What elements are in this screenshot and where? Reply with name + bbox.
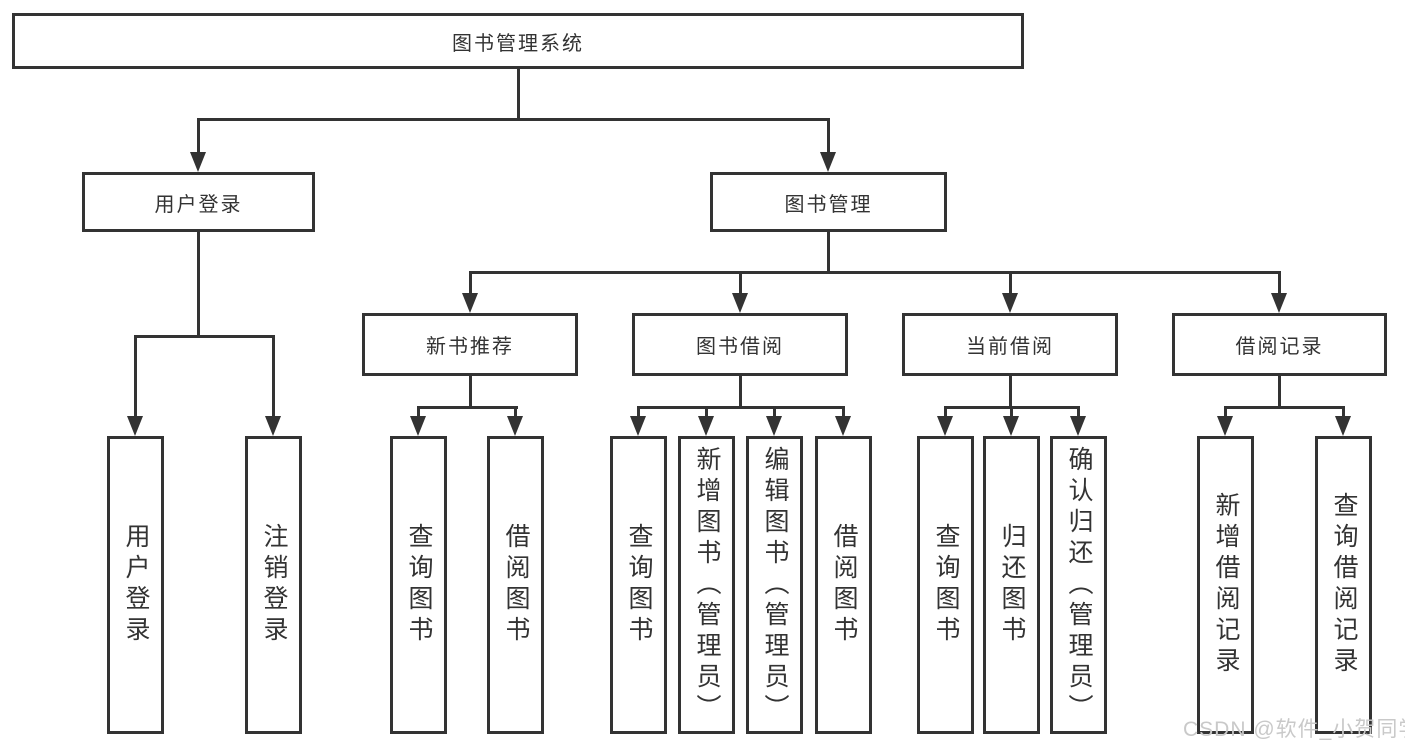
leaf-borrow-query-books: 查询图书 — [610, 436, 667, 734]
connector-drop-leaf — [637, 406, 640, 418]
leaf-label: 编辑图书（管理员） — [761, 445, 789, 725]
node-label: 借阅记录 — [1235, 336, 1324, 358]
leaf-label: 用户登录 — [122, 523, 150, 647]
connector-drop-leaf — [705, 406, 708, 418]
node-current-borrow: 当前借阅 — [902, 313, 1118, 376]
connector-drop-book-management — [827, 118, 830, 155]
arrowhead-leaf — [1335, 416, 1351, 436]
connector-borrowrecord-trunk — [1278, 376, 1281, 408]
arrowhead-leaf — [410, 416, 426, 436]
node-label: 新书推荐 — [426, 336, 514, 358]
node-borrow-record: 借阅记录 — [1172, 313, 1387, 376]
connector-drop-leaf — [1077, 406, 1080, 418]
leaf-current-return-books: 归还图书 — [983, 436, 1040, 734]
arrowhead-leaf — [1217, 416, 1233, 436]
connector-drop-leaf — [1010, 406, 1013, 418]
arrowhead-leaf — [127, 416, 143, 436]
connector-bookmgmt-branch — [469, 271, 1281, 274]
arrowhead-leaf — [1070, 416, 1086, 436]
leaf-label: 新增借阅记录 — [1212, 492, 1240, 678]
arrowhead-book-management — [820, 152, 836, 172]
connector-userlogin-trunk — [197, 232, 200, 337]
connector-drop-leaf — [842, 406, 845, 418]
connector-drop-leaf — [417, 406, 420, 418]
leaf-label: 查询借阅记录 — [1330, 492, 1358, 678]
arrowhead-level3 — [732, 293, 748, 313]
leaf-label: 注销登录 — [260, 523, 288, 647]
arrowhead-user-login — [190, 152, 206, 172]
connector-newbook-trunk — [469, 376, 472, 408]
connector-drop-leaf — [272, 335, 275, 418]
node-user-login: 用户登录 — [82, 172, 315, 232]
connector-drop-level3 — [469, 271, 472, 295]
leaf-record-query-record: 查询借阅记录 — [1315, 436, 1372, 734]
arrowhead-leaf — [766, 416, 782, 436]
leaf-borrow-edit-books-admin: 编辑图书（管理员） — [746, 436, 803, 734]
connector-drop-level3 — [1009, 271, 1012, 295]
connector-drop-user-login — [197, 118, 200, 155]
leaf-newbook-query-books: 查询图书 — [390, 436, 447, 734]
leaf-current-query-books: 查询图书 — [917, 436, 974, 734]
leaf-logout: 注销登录 — [245, 436, 302, 734]
arrowhead-level3 — [1271, 293, 1287, 313]
arrowhead-level3 — [1002, 293, 1018, 313]
leaf-newbook-borrow-books: 借阅图书 — [487, 436, 544, 734]
connector-bookborrow-trunk — [739, 376, 742, 408]
connector-bookmgmt-trunk — [827, 232, 830, 273]
arrowhead-leaf — [835, 416, 851, 436]
connector-newbook-branch — [417, 406, 518, 409]
connector-userlogin-branch — [134, 335, 275, 338]
csdn-watermark: CSDN @软件_小贺同学 — [1183, 718, 1405, 741]
leaf-label: 归还图书 — [998, 523, 1026, 647]
connector-drop-level3 — [739, 271, 742, 295]
leaf-current-confirm-return-admin: 确认归还（管理员） — [1050, 436, 1107, 734]
leaf-user-login: 用户登录 — [107, 436, 164, 734]
leaf-label: 查询图书 — [405, 523, 433, 647]
node-label: 图书管理系统 — [452, 32, 584, 55]
node-new-book-recommend: 新书推荐 — [362, 313, 578, 376]
connector-drop-leaf — [1224, 406, 1227, 418]
node-book-borrow: 图书借阅 — [632, 313, 848, 376]
arrowhead-leaf — [630, 416, 646, 436]
arrowhead-leaf — [507, 416, 523, 436]
node-label: 图书管理 — [784, 193, 873, 216]
arrowhead-level3 — [462, 293, 478, 313]
arrowhead-leaf — [937, 416, 953, 436]
node-label: 当前借阅 — [966, 336, 1054, 358]
connector-root-branch — [197, 118, 830, 121]
arrowhead-leaf — [698, 416, 714, 436]
connector-root-trunk — [517, 69, 520, 120]
connector-borrowrecord-branch — [1224, 406, 1344, 409]
leaf-label: 借阅图书 — [830, 523, 858, 647]
connector-currentborrow-trunk — [1009, 376, 1012, 408]
connector-drop-level3 — [1278, 271, 1281, 295]
arrowhead-leaf — [265, 416, 281, 436]
connector-drop-leaf — [514, 406, 517, 418]
connector-bookborrow-branch — [637, 406, 845, 409]
leaf-borrow-borrow-books: 借阅图书 — [815, 436, 872, 734]
arrowhead-leaf — [1003, 416, 1019, 436]
connector-drop-leaf — [1342, 406, 1345, 418]
leaf-label: 确认归还（管理员） — [1065, 445, 1093, 725]
leaf-borrow-add-books-admin: 新增图书（管理员） — [678, 436, 735, 734]
leaf-label: 借阅图书 — [502, 523, 530, 647]
leaf-label: 查询图书 — [932, 523, 960, 647]
node-book-management: 图书管理 — [710, 172, 947, 232]
leaf-label: 新增图书（管理员） — [693, 445, 721, 725]
node-label: 图书借阅 — [696, 336, 784, 358]
node-label: 用户登录 — [154, 193, 243, 216]
connector-drop-leaf — [773, 406, 776, 418]
connector-drop-leaf — [944, 406, 947, 418]
leaf-label: 查询图书 — [625, 523, 653, 647]
connector-drop-leaf — [134, 335, 137, 418]
node-root-system: 图书管理系统 — [12, 13, 1024, 69]
leaf-record-add-record: 新增借阅记录 — [1197, 436, 1254, 734]
